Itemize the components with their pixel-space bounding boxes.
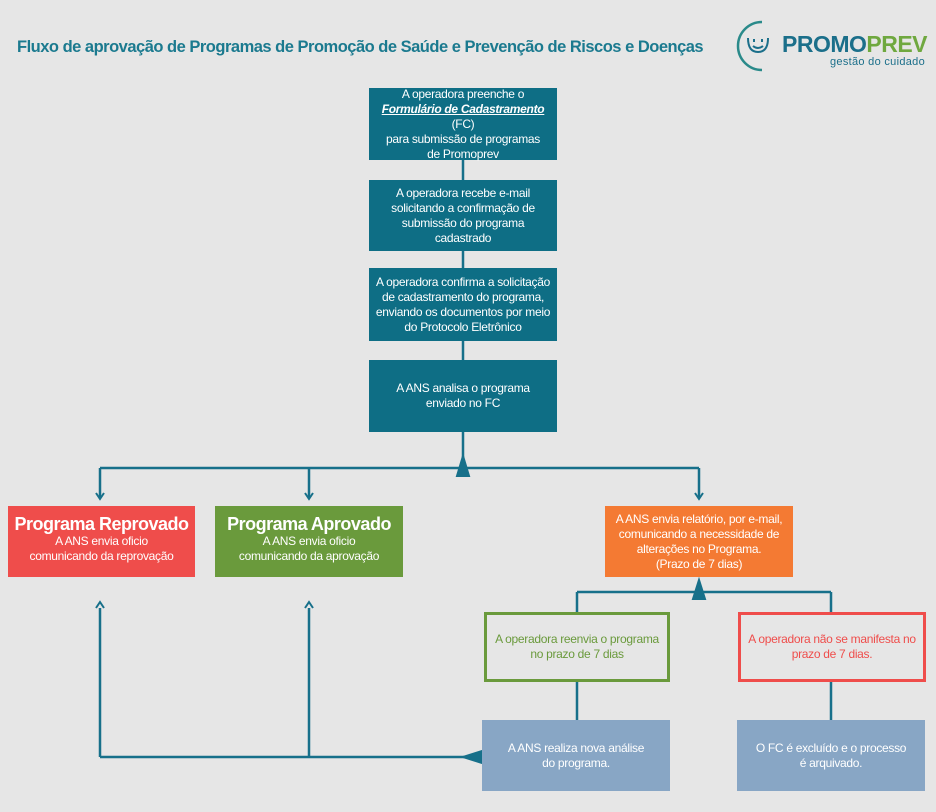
- arrowhead-up-icon: [691, 576, 707, 600]
- promoprev-logo: PROMOPREV gestão do cuidado: [732, 16, 932, 76]
- step-text: de Promoprev: [427, 146, 499, 161]
- programa-reprovado: Programa Reprovado A ANS envia oficio co…: [8, 506, 195, 577]
- step-text: Formulário de Cadastramento (FC): [381, 101, 545, 131]
- fc-excluido: O FC é excluído e o processo é arquivado…: [737, 720, 925, 791]
- ans-envia-relatorio: A ANS envia relatório, por e-mail, comun…: [605, 506, 793, 577]
- arrowhead-down-icon: [95, 492, 105, 501]
- step-text: para submissão de programas: [386, 131, 540, 146]
- ans-nova-analise: A ANS realiza nova análise do programa.: [482, 720, 670, 791]
- step-preenche-formulario: A operadora preenche o Formulário de Cad…: [369, 86, 557, 161]
- aprovado-text: A ANS envia oficio comunicando da aprova…: [238, 534, 380, 563]
- step-recebe-email: A operadora recebe e-mail solicitando a …: [369, 180, 557, 251]
- programa-aprovado: Programa Aprovado A ANS envia oficio com…: [215, 506, 403, 577]
- arrowhead-up-icon: [455, 452, 471, 477]
- reprovado-text: A ANS envia oficio comunicando da reprov…: [29, 534, 174, 563]
- aprovado-title: Programa Aprovado: [227, 514, 391, 534]
- arrowhead-down-icon: [694, 492, 704, 501]
- step-ans-analisa: A ANS analisa o programa enviado no FC: [369, 360, 557, 432]
- operadora-nao-manifesta: A operadora não se manifesta no prazo de…: [738, 612, 926, 682]
- arrowhead-up-icon: [304, 600, 314, 609]
- logo-tagline: gestão do cuidado: [830, 56, 926, 68]
- logo-wordmark: PROMOPREV: [782, 31, 928, 57]
- smile-face-icon: [736, 20, 769, 72]
- page-title: Fluxo de aprovação de Programas de Promo…: [17, 38, 704, 56]
- reprovado-title: Programa Reprovado: [14, 514, 189, 534]
- step-confirma-solicitacao: A operadora confirma a solicitação de ca…: [369, 268, 557, 341]
- arrowhead-down-icon: [304, 492, 314, 501]
- alteracoes-deadline: (Prazo de 7 dias): [655, 556, 743, 571]
- alteracoes-text: A ANS envia relatório, por e-mail, comun…: [615, 511, 783, 556]
- operadora-reenvia: A operadora reenvia o programa no prazo …: [484, 612, 670, 682]
- formulario-cadastramento-link[interactable]: Formulário de Cadastramento: [381, 101, 545, 116]
- arrowhead-up-icon: [95, 600, 105, 609]
- arrowhead-left-icon: [459, 749, 483, 765]
- step-text: A operadora preenche o: [401, 86, 525, 101]
